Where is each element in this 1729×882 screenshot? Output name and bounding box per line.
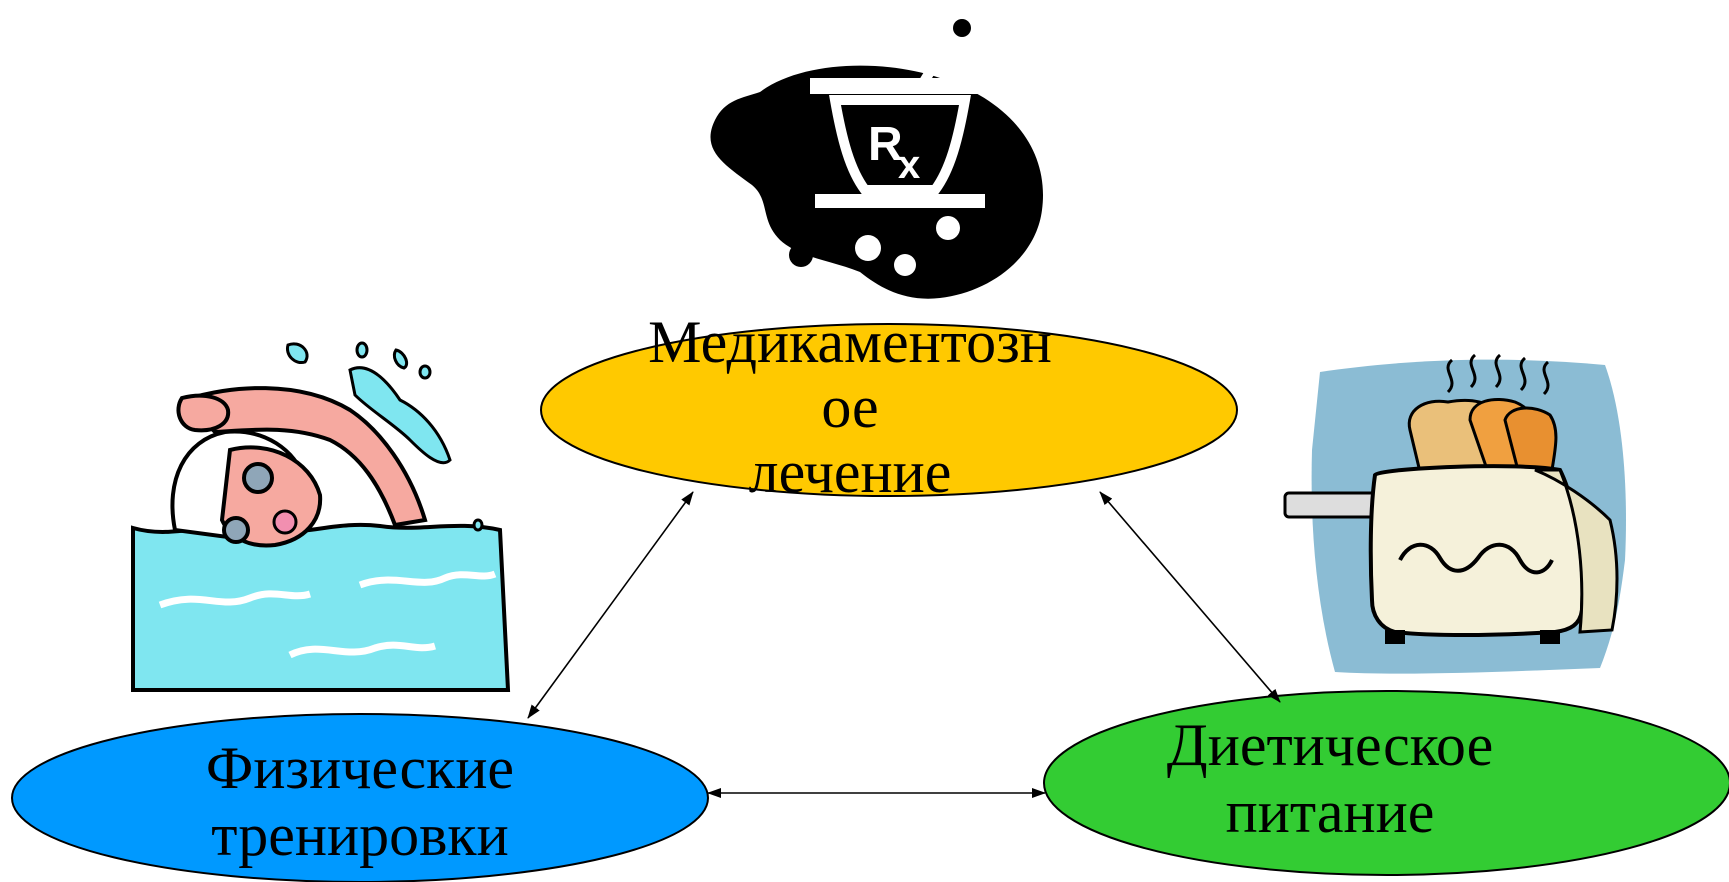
medication-label: Медикаментозн ое лечение — [600, 310, 1100, 504]
medication-node — [540, 323, 1238, 497]
medication-label-line: ое — [821, 373, 879, 440]
edge-medication-diet — [1099, 491, 1281, 703]
exercise-label: Физические тренировки — [140, 735, 580, 869]
svg-text:R: R — [868, 118, 903, 171]
medication-label-line: лечение — [748, 438, 952, 505]
medication-label-line: Медикаментозн — [648, 309, 1052, 375]
swimmer-icon — [131, 341, 511, 692]
exercise-label-line: Физические — [205, 735, 515, 801]
edge-medication-exercise — [527, 491, 694, 719]
diet-label-line: Диетическое — [1166, 712, 1494, 778]
exercise-node — [11, 713, 709, 882]
exercise-label-line: тренировки — [211, 802, 509, 869]
diet-node — [1043, 690, 1729, 876]
diet-label: Диетическое питание — [1120, 712, 1540, 846]
svg-text:x: x — [898, 143, 920, 187]
diet-label-line: питание — [1225, 779, 1435, 846]
rx-mortar-icon: R x — [710, 11, 1044, 299]
toaster-icon — [1283, 353, 1626, 674]
